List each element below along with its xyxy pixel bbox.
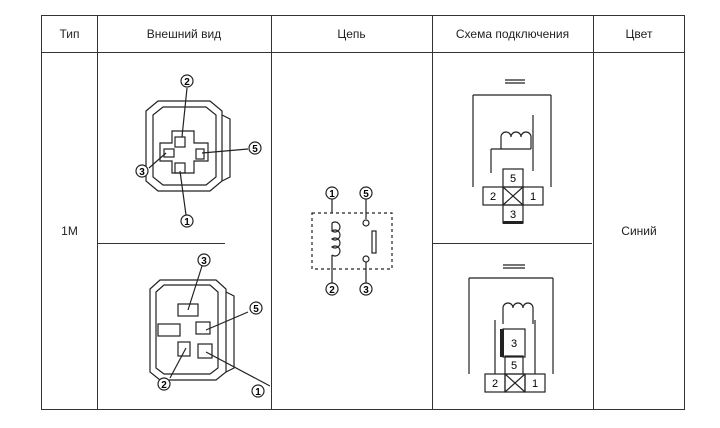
pin-label: 1 <box>184 217 190 228</box>
pin-label: 2 <box>329 285 335 296</box>
relay-appearance-top: 2 3 5 1 <box>135 74 262 228</box>
color-value: Синий <box>621 223 657 238</box>
relay-table: Тип Внешний вид Цепь Схема подключения Ц… <box>41 15 685 410</box>
pin-label: 3 <box>363 285 369 296</box>
pin-label: 1 <box>255 387 261 398</box>
pin-label: 1 <box>329 189 335 200</box>
header-wiring: Схема подключения <box>455 27 570 41</box>
terminal-label: 5 <box>511 360 517 372</box>
terminal-label: 5 <box>510 173 516 185</box>
header-appearance: Внешний вид <box>146 27 222 41</box>
wiring-diagram-top: 5 2 1 3 <box>472 79 552 224</box>
terminal-label: 2 <box>492 378 498 390</box>
pin-label: 5 <box>253 304 259 315</box>
header-divider <box>42 52 684 53</box>
pin-label: 2 <box>161 380 167 391</box>
relay-appearance-bottom: 3 5 2 1 <box>149 253 270 398</box>
terminal-label: 3 <box>510 209 516 221</box>
circuit-diagram: 1 5 2 3 <box>311 186 393 296</box>
pin-label: 5 <box>363 189 369 200</box>
header-type: Тип <box>59 27 80 41</box>
terminal-label: 3 <box>511 338 517 350</box>
terminal-label: 1 <box>530 191 536 203</box>
col-divider <box>432 16 433 409</box>
header-color: Цвет <box>625 27 653 41</box>
pin-label: 5 <box>252 144 258 155</box>
row-divider <box>432 243 592 244</box>
type-value: 1M <box>61 223 78 238</box>
pin-label: 3 <box>201 256 207 267</box>
pin-label: 2 <box>184 77 190 88</box>
terminal-label: 1 <box>532 378 538 390</box>
header-circuit: Цепь <box>337 27 366 41</box>
terminal-label: 2 <box>490 191 496 203</box>
col-divider <box>97 16 98 409</box>
wiring-diagram-bottom: 3 5 2 1 <box>468 264 554 393</box>
col-divider <box>593 16 594 409</box>
col-divider <box>271 16 272 409</box>
row-divider <box>97 243 225 244</box>
pin-label: 3 <box>139 167 145 178</box>
